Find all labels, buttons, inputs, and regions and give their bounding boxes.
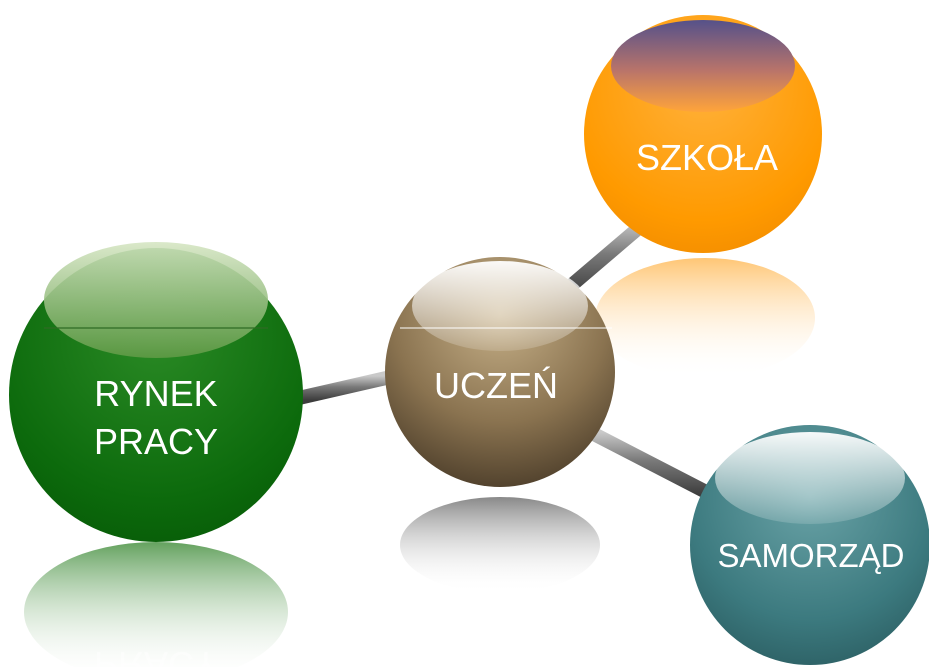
labor-market-highlight [44, 242, 268, 358]
node-local-gov[interactable]: SAMORZĄD [690, 425, 929, 665]
local-gov-highlight [715, 432, 905, 524]
labor-market-reflection [24, 542, 288, 667]
school-reflection [595, 258, 815, 378]
labor-market-label-line2: PRACY [94, 421, 218, 462]
connector-center-labor-market [283, 369, 402, 407]
center-highlight [412, 261, 588, 351]
node-labor-market[interactable]: RYNEK PRACY [9, 242, 303, 542]
labor-market-label-line1: RYNEK [94, 373, 217, 414]
center-reflection [400, 497, 600, 593]
reflections: PRACY [24, 258, 815, 667]
node-school[interactable]: SZKOŁA [584, 15, 822, 253]
connector-center-local-gov [583, 425, 719, 502]
school-label: SZKOŁA [636, 137, 778, 178]
labor-market-mirrored-label: PRACY [94, 644, 218, 667]
node-center[interactable]: UCZEŃ [385, 257, 615, 487]
center-label: UCZEŃ [434, 365, 558, 406]
local-gov-label: SAMORZĄD [717, 537, 904, 574]
school-highlight [611, 20, 795, 112]
